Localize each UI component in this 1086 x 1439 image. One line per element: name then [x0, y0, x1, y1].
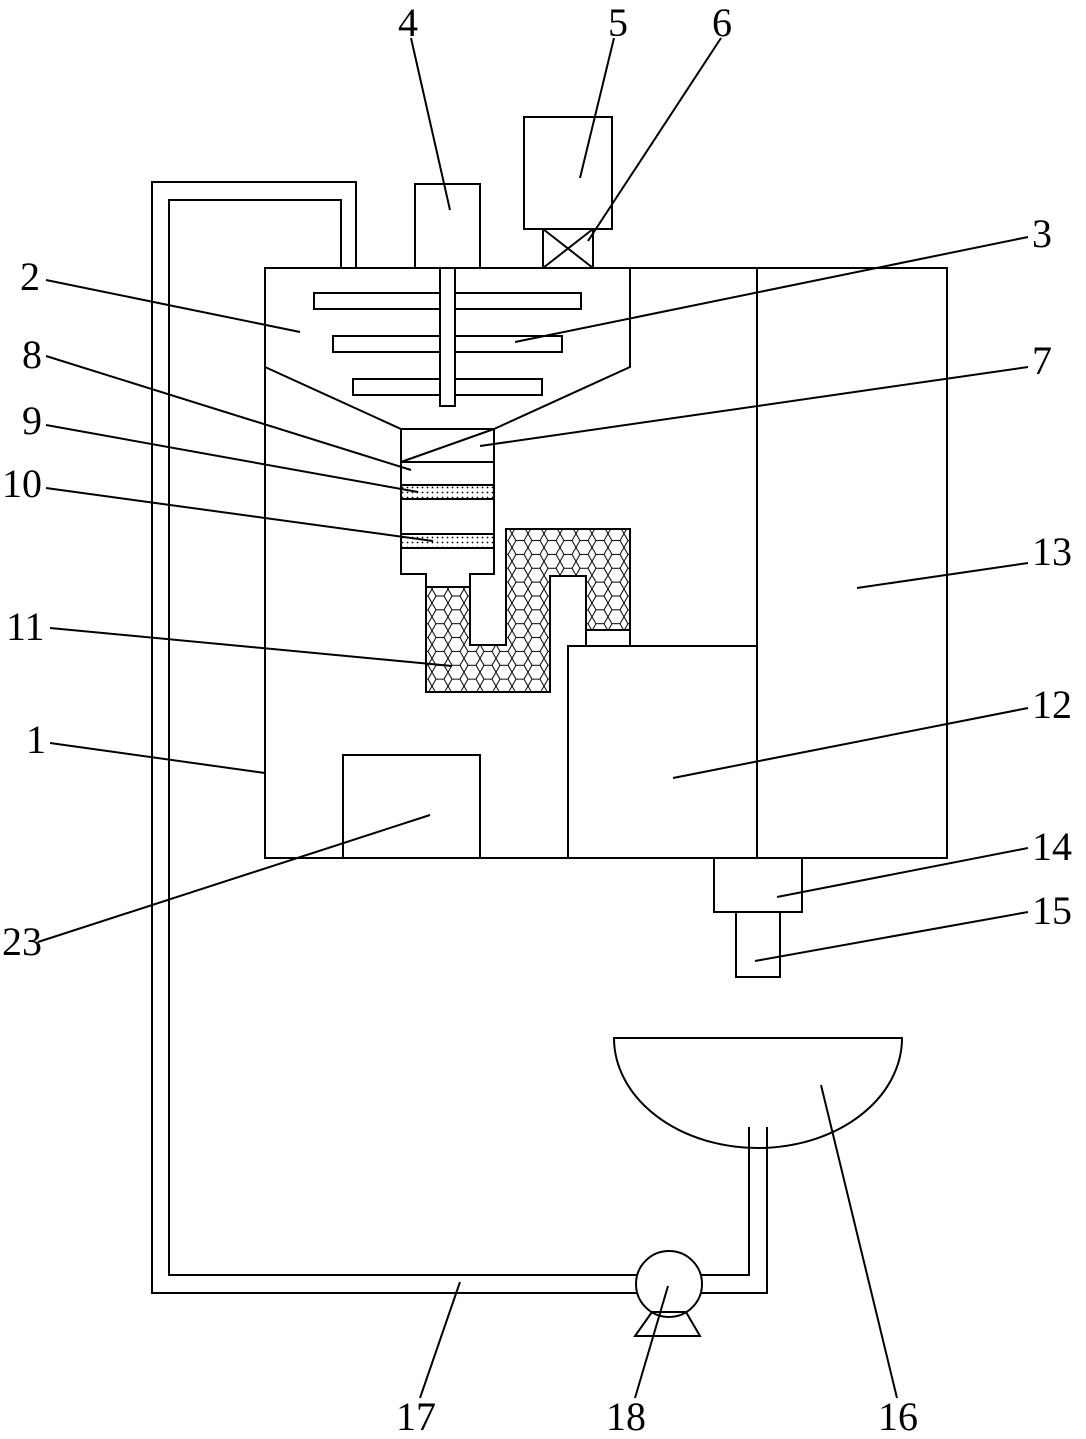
label-17: 17 [396, 1394, 436, 1439]
filter-layer [400, 533, 495, 549]
collection-box [567, 645, 758, 859]
label-6: 6 [712, 0, 732, 45]
return-pipe [168, 199, 637, 1276]
label-7: 7 [1032, 338, 1052, 383]
label-8: 8 [22, 332, 42, 377]
collection-basin [612, 1037, 904, 1149]
leader-lines [37, 37, 1029, 1399]
label-18: 18 [606, 1394, 646, 1439]
bottom-box [342, 754, 481, 859]
discharge-valve [400, 428, 495, 463]
pump-base [633, 1311, 702, 1337]
pump [635, 1250, 703, 1318]
label-23: 23 [2, 919, 42, 964]
label-15: 15 [1032, 888, 1072, 933]
label-5: 5 [608, 0, 628, 45]
label-16: 16 [878, 1394, 918, 1439]
label-3: 3 [1032, 211, 1052, 256]
label-10: 10 [2, 461, 42, 506]
label-12: 12 [1032, 682, 1072, 727]
label-11: 11 [6, 604, 45, 649]
feed-box [523, 116, 613, 230]
filter-pipe [400, 462, 427, 587]
outlet-valve [713, 857, 803, 913]
adsorption-pipe [425, 528, 631, 693]
label-14: 14 [1032, 824, 1072, 869]
label-1: 1 [26, 717, 46, 762]
label-9: 9 [22, 398, 42, 443]
label-4: 4 [398, 0, 418, 45]
label-2: 2 [20, 254, 40, 299]
outlet-nozzle [735, 911, 781, 978]
feed-valve [542, 228, 594, 269]
stirring-shaft [439, 267, 456, 407]
label-13: 13 [1032, 529, 1072, 574]
motor [414, 183, 481, 269]
filter-layer [400, 484, 495, 500]
